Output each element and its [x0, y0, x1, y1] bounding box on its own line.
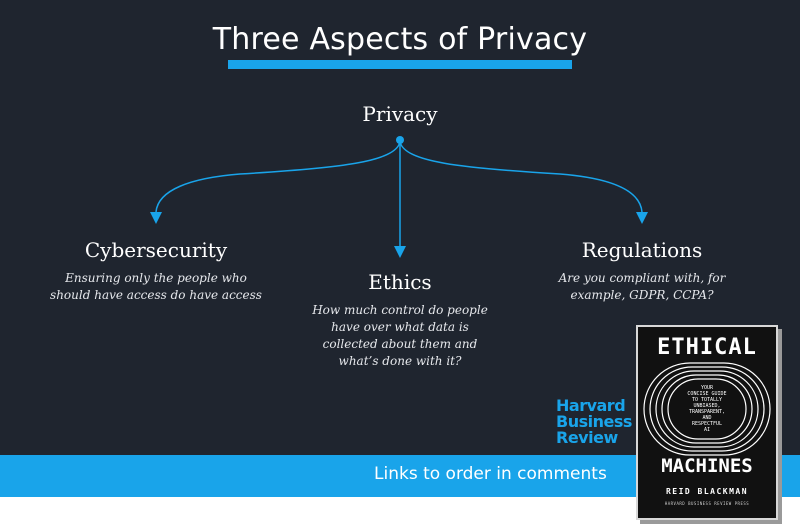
node-cybersecurity-label: Cybersecurity	[84, 238, 228, 262]
arrowhead-right	[636, 212, 648, 224]
node-regulations-description: Are you compliant with, for example, GDP…	[532, 270, 752, 304]
book-tagline: YOUR CONCISE GUIDE TO TOTALLY UNBIASED, …	[672, 385, 742, 433]
book-tagline-line: TRANSPARENT,	[688, 409, 726, 415]
book-tagline-line: CONCISE GUIDE	[687, 391, 727, 397]
book-title-top: ETHICAL	[657, 335, 757, 360]
book-cover-art	[643, 362, 771, 456]
book-tagline-line: YOUR	[700, 385, 714, 391]
node-ethics-label: Ethics	[368, 270, 432, 294]
page-title: Three Aspects of Privacy	[212, 22, 588, 57]
arrowhead-left	[150, 212, 162, 224]
title-underline	[228, 60, 572, 69]
book-cover: ETHICAL YOUR CONCISE GUIDE TO TOTALLY UN…	[636, 325, 778, 520]
root-node-dot	[396, 136, 404, 144]
connector-right	[399, 141, 643, 213]
node-ethics-description: How much control do people have over wha…	[290, 302, 510, 370]
hbr-logo-line: Business	[556, 412, 632, 431]
description-line: Are you compliant with, for	[558, 271, 726, 285]
book-author: REID BLACKMAN	[665, 487, 749, 496]
book-tagline-line: RESPECTFUL	[691, 421, 723, 427]
book-tagline-line: TO TOTALLY	[691, 397, 723, 403]
book-press: HARVARD BUSINESS REVIEW PRESS	[664, 501, 750, 506]
hbr-logo-line: Review	[556, 428, 618, 447]
hbr-logo-line: Harvard	[556, 396, 626, 415]
node-regulations-label: Regulations	[581, 238, 703, 262]
description-line: collected about them and	[322, 337, 478, 351]
description-line: what’s done with it?	[338, 354, 462, 368]
arrowhead-middle	[394, 246, 406, 258]
description-line: should have access do have access	[50, 288, 262, 302]
book-tagline-line: AND	[702, 415, 712, 421]
book-title-bottom: MACHINES	[661, 455, 753, 477]
hbr-logo: Harvard Business Review	[556, 398, 646, 446]
footer-cta: Links to order in comments	[374, 464, 607, 484]
book-tagline-line: AI	[703, 427, 711, 433]
book-tagline-line: UNBIASED,	[693, 403, 721, 409]
connector-left	[155, 141, 401, 213]
description-line: have over what data is	[331, 320, 469, 334]
root-node-label: Privacy	[362, 102, 438, 126]
description-line: Ensuring only the people who	[65, 271, 247, 285]
description-line: How much control do people	[312, 303, 488, 317]
node-cybersecurity-description: Ensuring only the people who should have…	[36, 270, 276, 304]
description-line: example, GDPR, CCPA?	[570, 288, 714, 302]
